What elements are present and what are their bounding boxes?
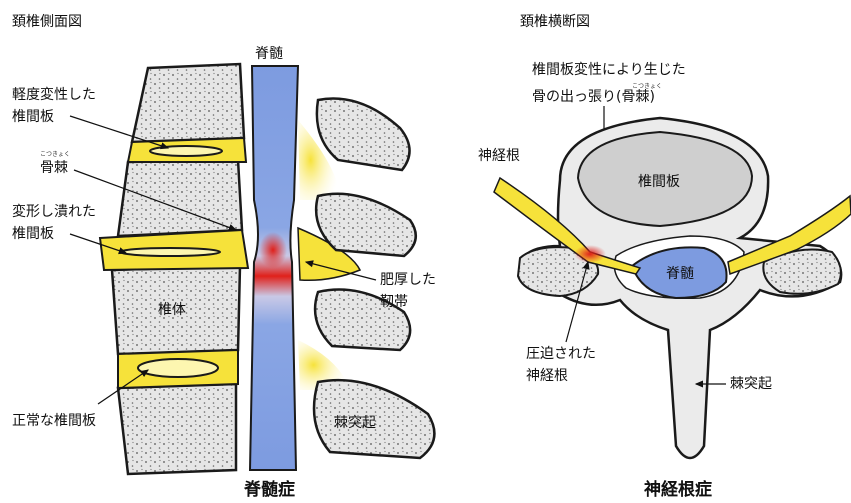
- lamina-1: [317, 99, 410, 170]
- ruby-osteophyte-left: こつきょく: [40, 151, 70, 158]
- label-disc-right: 椎間板: [638, 174, 680, 190]
- label-thickened-ligament-1: 肥厚した: [380, 272, 436, 288]
- left-caption: 脊髄症: [243, 479, 295, 500]
- label-compressed-nerve-2: 神経根: [526, 368, 568, 384]
- vertebra-4: [118, 384, 236, 474]
- lamina-2: [316, 194, 416, 256]
- vertebra-1: [132, 64, 244, 142]
- vertebra-2: [118, 160, 242, 236]
- label-mild-degeneration-1: 軽度変性した: [12, 86, 96, 103]
- label-compressed-nerve-1: 圧迫された: [526, 346, 596, 362]
- right-panel-title: 頚椎横断図: [520, 14, 590, 30]
- label-osteophyte-desc-2: 骨の出っ張り(骨棘): [532, 89, 655, 105]
- disc-normal-nucleus: [138, 359, 218, 377]
- spinal-cord-top-label: 脊髄: [255, 46, 283, 62]
- label-spinous-process-right: 棘突起: [730, 376, 772, 392]
- right-caption: 神経根症: [644, 479, 712, 500]
- spinal-cord-sagittal: [250, 66, 298, 470]
- disc-deformed-nucleus: [120, 248, 220, 256]
- label-spinous-process-left: 棘突起: [334, 415, 376, 431]
- label-deformed-disc-1: 変形し潰れた: [12, 203, 96, 220]
- compression-spot-sagittal: [259, 232, 287, 268]
- disc-mild-nucleus: [150, 146, 222, 156]
- label-osteophyte-desc-1: 椎間板変性により生じた: [532, 61, 686, 78]
- label-mild-degeneration-2: 椎間板: [12, 109, 54, 125]
- label-nerve-root: 神経根: [478, 148, 520, 164]
- label-normal-disc: 正常な椎間板: [12, 413, 96, 429]
- compression-spot-nerve: [574, 245, 606, 263]
- label-spinal-cord-right: 脊髄: [666, 266, 694, 282]
- label-vertebral-body: 椎体: [158, 302, 186, 318]
- left-panel-title: 頚椎側面図: [12, 14, 82, 30]
- label-thickened-ligament-2: 靭帯: [380, 294, 408, 310]
- label-osteophyte-left: 骨棘: [40, 160, 68, 176]
- label-deformed-disc-2: 椎間板: [12, 226, 54, 242]
